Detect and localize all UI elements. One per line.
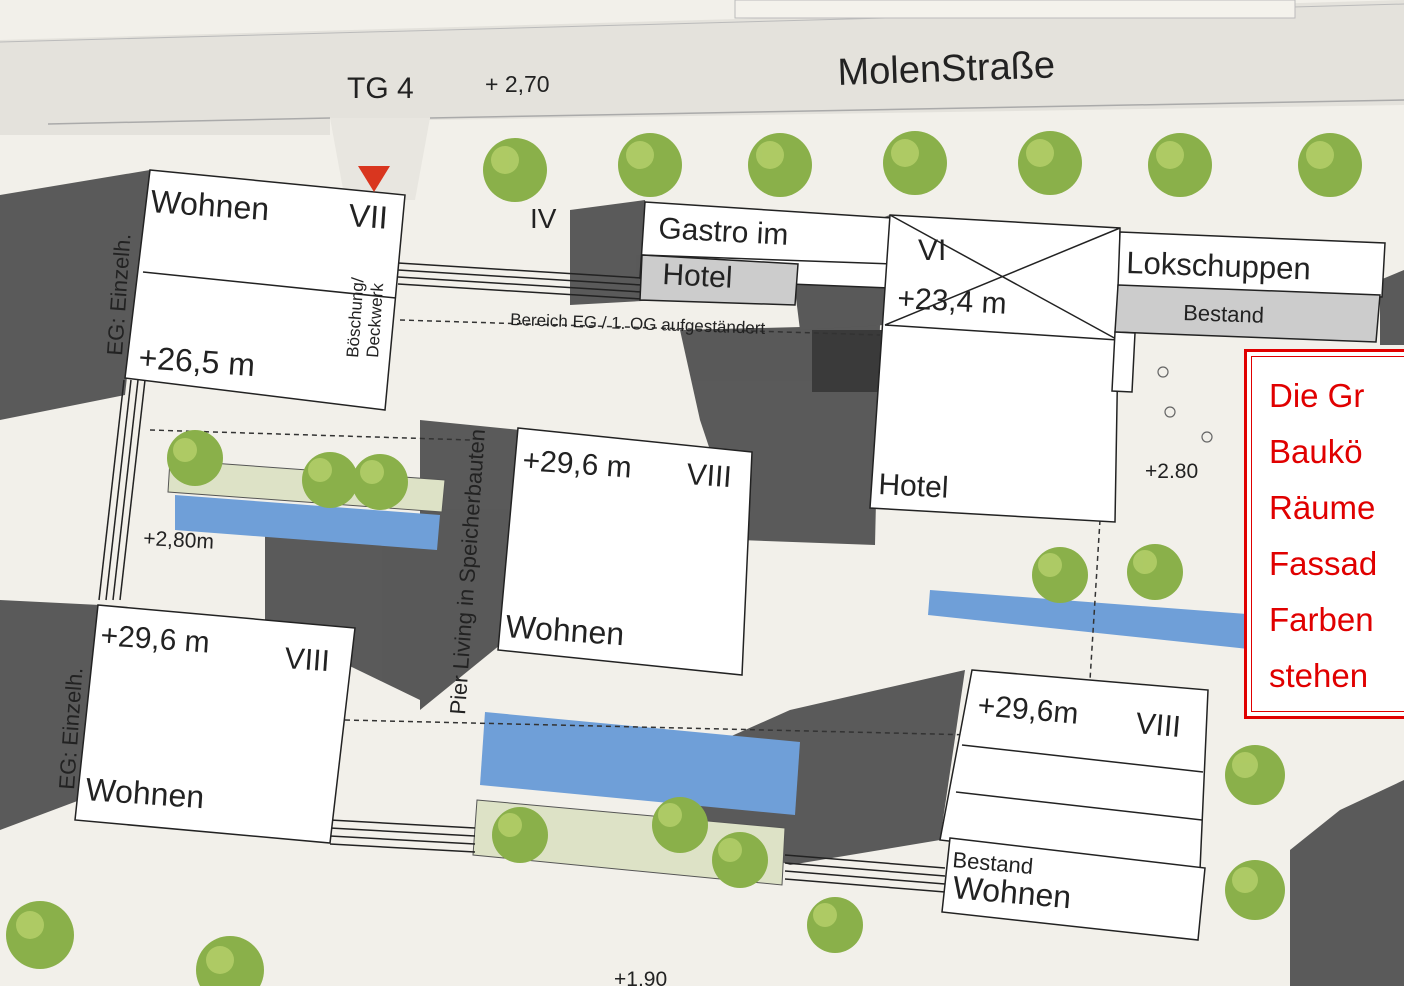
gastro-floors: IV	[530, 203, 557, 234]
building-center	[497, 427, 753, 676]
level-west: +2,80m	[143, 527, 215, 554]
center-use: Wohnen	[505, 608, 626, 652]
note-line-6: stehen	[1269, 657, 1369, 694]
nw-floors: VII	[348, 197, 390, 236]
entrance-marker-icon	[358, 166, 390, 192]
note-line-5: Farben	[1269, 601, 1374, 638]
gastro-line2: Hotel	[662, 258, 734, 295]
building-lokschuppen	[1117, 231, 1386, 298]
lok-name: Lokschuppen	[1126, 245, 1312, 286]
sw-height: +29,6 m	[100, 619, 211, 660]
trees	[6, 131, 1362, 986]
note-box: Die Gr Baukö Räume Fassad Farben stehen	[1244, 349, 1404, 719]
street-name: MolenStraße	[837, 44, 1056, 94]
note-line-4: Fassad	[1269, 545, 1378, 582]
center-floors: VIII	[686, 458, 733, 494]
road-molenstrasse	[0, 0, 1404, 135]
nw-use: Wohnen	[150, 183, 271, 227]
note-line-3: Räume	[1269, 489, 1376, 526]
center-height: +29,6 m	[522, 444, 633, 485]
level-south: +1,90	[614, 968, 667, 986]
note-line-1: Die Gr	[1269, 377, 1365, 414]
building-hotel	[869, 214, 1121, 523]
level-east: +2.80	[1145, 460, 1198, 483]
garage-ramp	[330, 118, 430, 200]
building-nw	[124, 169, 406, 411]
building-sw	[74, 604, 356, 844]
garage-level: + 2,70	[485, 71, 550, 97]
se-floors: VIII	[1134, 707, 1182, 744]
gastro-line1: Gastro im	[658, 212, 790, 252]
note-line-2: Baukö	[1269, 433, 1363, 470]
nw-height: +26,5 m	[138, 339, 257, 383]
sw-use: Wohnen	[85, 771, 206, 815]
hotel-floors: VI	[918, 234, 946, 267]
hotel-height: +23,4 m	[897, 282, 1008, 321]
sw-floors: VIII	[284, 642, 331, 678]
garage-label: TG 4	[347, 72, 414, 105]
hotel-use: Hotel	[878, 468, 950, 505]
lok-status: Bestand	[1183, 300, 1265, 328]
